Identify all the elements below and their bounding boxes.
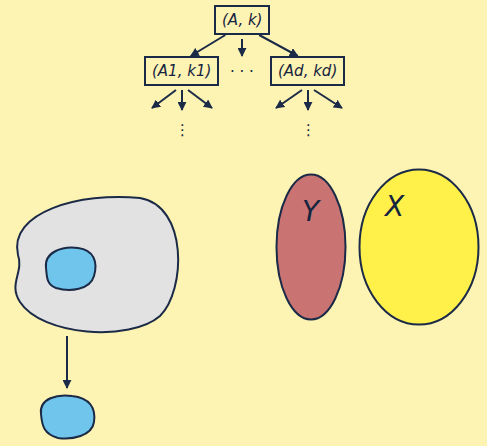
tree-node-box: (A, k) bbox=[214, 5, 270, 35]
set-ellipse: Y bbox=[275, 173, 347, 321]
grey-region bbox=[15, 197, 178, 332]
tree-edge bbox=[191, 35, 226, 56]
tree-node-box: (A1, k1) bbox=[144, 56, 219, 86]
blue-subset bbox=[46, 248, 96, 290]
blue-image bbox=[41, 396, 95, 439]
set-label: Y bbox=[302, 195, 319, 228]
ellipsis: · · · bbox=[230, 63, 254, 81]
sub-arrows bbox=[152, 39, 342, 110]
node-label: (Ad, kd) bbox=[278, 62, 337, 80]
tree-edge bbox=[259, 35, 298, 56]
vertical-ellipsis: ⋮ bbox=[175, 121, 190, 139]
node-label: (A1, k1) bbox=[152, 62, 211, 80]
ellipse-shape bbox=[358, 168, 480, 326]
set-ellipse: X bbox=[358, 168, 480, 326]
set-label: X bbox=[385, 190, 404, 223]
node-label: (A, k) bbox=[222, 11, 262, 29]
vertical-ellipsis: ⋮ bbox=[301, 121, 316, 139]
tree-node-box: (Ad, kd) bbox=[270, 56, 345, 86]
map-arrow bbox=[66, 336, 68, 388]
